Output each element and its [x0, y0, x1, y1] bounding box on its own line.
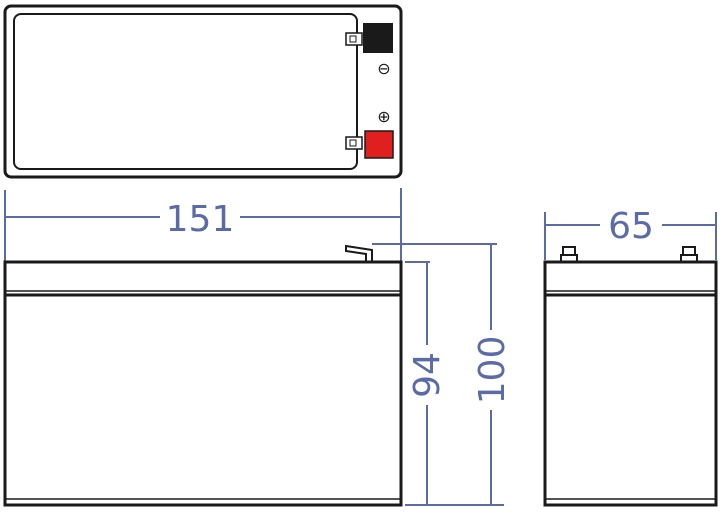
side-terminal-left — [560, 246, 578, 263]
side-view-lid — [543, 260, 718, 297]
total-height-label: 100 — [472, 336, 513, 405]
front-view-lid — [3, 260, 403, 297]
negative-symbol: ⊖ — [377, 59, 390, 78]
front-view-body — [3, 293, 403, 507]
total-height-dimension: 100 — [372, 243, 513, 505]
case-height-dimension: 94 — [405, 261, 504, 506]
front-view — [3, 244, 403, 507]
width-dimension-label: 65 — [608, 206, 654, 247]
top-view-inner-outline — [13, 13, 358, 170]
positive-terminal-block — [364, 130, 394, 159]
side-view-body — [543, 293, 718, 507]
length-dimension-label: 151 — [166, 199, 235, 240]
positive-symbol: ⊕ — [377, 107, 390, 126]
negative-terminal — [345, 23, 393, 53]
top-view: ⊖ ⊕ — [3, 4, 403, 179]
case-height-label: 94 — [407, 352, 448, 398]
length-dimension: 151 — [4, 188, 402, 262]
side-terminal-right — [680, 246, 698, 263]
width-dimension: 65 — [544, 206, 717, 260]
positive-terminal — [345, 130, 394, 159]
negative-terminal-block — [363, 23, 393, 53]
side-view — [543, 246, 718, 507]
front-terminal-tab — [345, 244, 373, 263]
top-view-outer-outline — [3, 4, 403, 179]
